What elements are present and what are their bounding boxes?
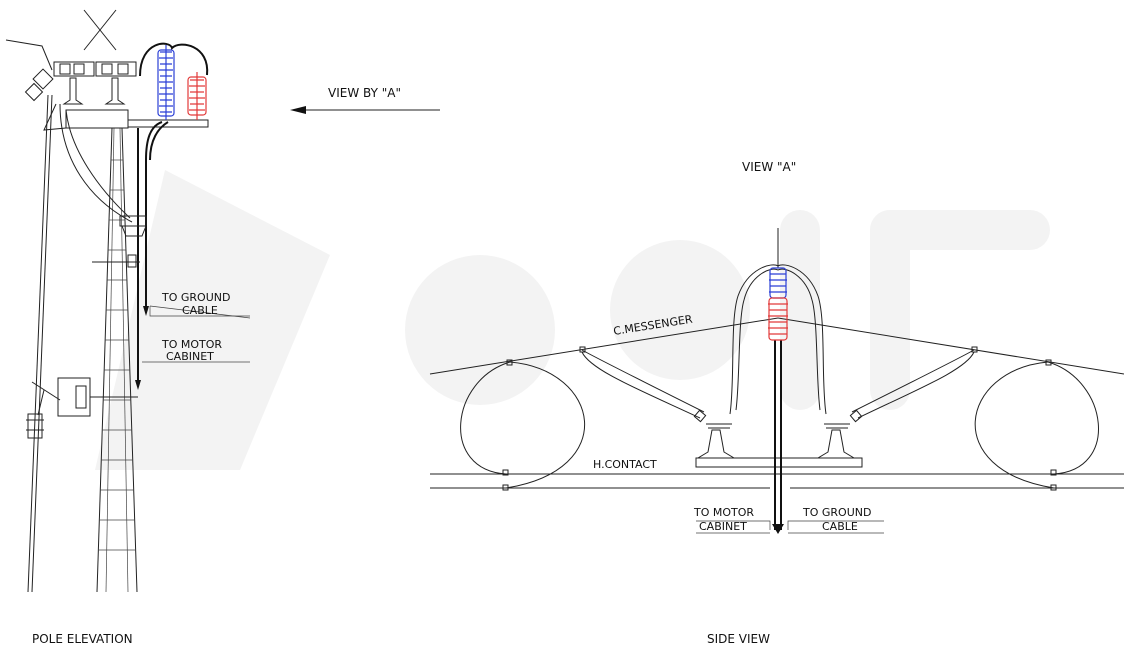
elev-motor-label-2: CABINET bbox=[166, 350, 214, 363]
pole-elevation-title: POLE ELEVATION bbox=[32, 632, 133, 646]
blue-insulator bbox=[157, 45, 175, 120]
side-view-title: SIDE VIEW bbox=[707, 632, 770, 646]
contact-label: H.CONTACT bbox=[593, 458, 657, 471]
side-motor-label-1: TO MOTOR bbox=[693, 506, 754, 519]
side-view: C.MESSENGER H.CONTACT TO MOTOR CABINET T… bbox=[429, 228, 1124, 534]
side-ground-label-1: TO GROUND bbox=[802, 506, 871, 519]
view-a-title: VIEW "A" bbox=[742, 160, 796, 174]
elev-ground-label-2: CABLE bbox=[182, 304, 218, 317]
view-by-a-arrow: VIEW BY "A" bbox=[290, 86, 440, 114]
red-insulator bbox=[187, 72, 207, 120]
side-red-insulator bbox=[768, 297, 788, 341]
side-motor-label-2: CABINET bbox=[699, 520, 747, 533]
elev-ground-label-1: TO GROUND bbox=[161, 291, 230, 304]
watermark bbox=[95, 170, 1050, 470]
pole-rungs bbox=[98, 159, 136, 551]
pole-elevation: TO GROUND CABLE TO MOTOR CABINET bbox=[5, 9, 251, 593]
view-by-a-label: VIEW BY "A" bbox=[328, 86, 401, 100]
elev-motor-label-1: TO MOTOR bbox=[161, 338, 222, 351]
side-ground-label-2: CABLE bbox=[822, 520, 858, 533]
